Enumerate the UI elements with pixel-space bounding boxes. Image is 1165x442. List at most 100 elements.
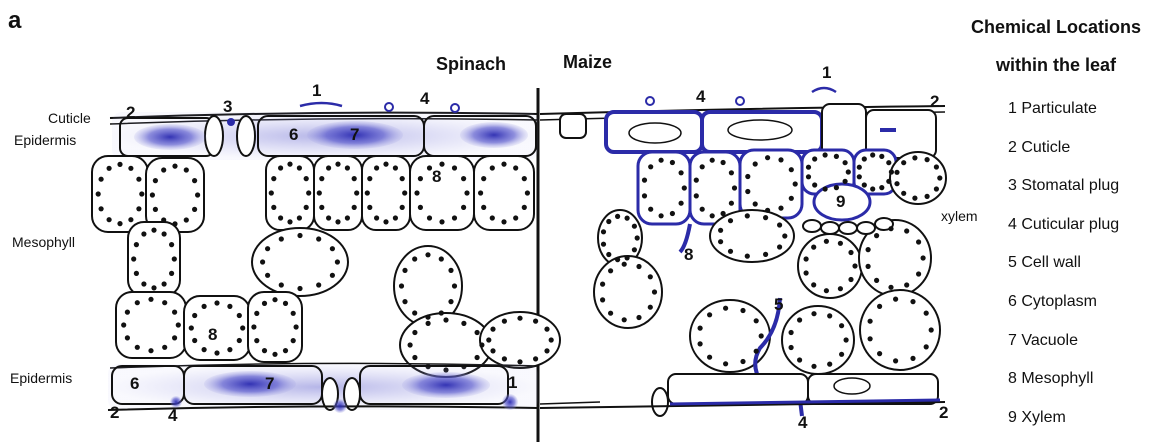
- chloroplast-dot: [886, 179, 891, 184]
- chloroplast-dot: [745, 189, 750, 194]
- marker-cuticular-plug: 4: [420, 89, 430, 108]
- chloroplast-dot: [475, 330, 480, 335]
- chloroplast-dot: [912, 155, 917, 160]
- marker-cuticular-plug: 4: [696, 87, 706, 106]
- chloroplast-dot: [330, 246, 335, 251]
- chloroplast-dot: [135, 300, 140, 305]
- chloroplast-dot: [723, 306, 728, 311]
- chloroplast-dot: [857, 165, 862, 170]
- chloroplast-dot: [648, 207, 653, 212]
- chloroplast-dot: [490, 165, 495, 170]
- chloroplast-dot: [448, 299, 453, 304]
- chloroplast-dot: [544, 327, 549, 332]
- chloroplast-dot: [789, 167, 794, 172]
- particulate-mark: [300, 103, 342, 106]
- chloroplast-dot: [202, 347, 207, 352]
- chloroplast-dot: [670, 160, 675, 165]
- epidermis-bottom-label: Epidermis: [10, 370, 72, 386]
- chloroplast-dot: [352, 176, 357, 181]
- legend-item: 9 Xylem: [1008, 399, 1162, 438]
- chloroplast-dot: [439, 162, 444, 167]
- chloroplast-dot: [533, 319, 538, 324]
- chloroplast-dot: [517, 359, 522, 364]
- chloroplast-dot: [139, 191, 144, 196]
- spinach-header: Spinach: [436, 54, 506, 74]
- chloroplast-dot: [838, 241, 843, 246]
- chloroplast-dot: [418, 176, 423, 181]
- chloroplast-dot: [260, 259, 265, 264]
- chloroplast-dot: [96, 191, 101, 196]
- chloroplast-dot: [317, 190, 322, 195]
- chloroplast-dot: [316, 282, 321, 287]
- chloroplast-dot: [894, 181, 899, 186]
- chloroplast-dot: [141, 281, 146, 286]
- chloroplast-dot: [335, 259, 340, 264]
- chloroplast-dot: [162, 300, 167, 305]
- chloroplast-dot: [128, 166, 133, 171]
- legend-title-line1: Chemical Locations: [950, 8, 1162, 46]
- chloroplast-dot: [648, 274, 653, 279]
- chloroplast-dot: [135, 345, 140, 350]
- chloroplast-dot: [161, 167, 166, 172]
- chloroplast-dot: [852, 263, 857, 268]
- chloroplast-dot: [365, 190, 370, 195]
- chloroplast-dot: [251, 324, 256, 329]
- chloroplast-dot: [732, 185, 737, 190]
- chloroplast-dot: [448, 268, 453, 273]
- legend-title-line2: within the leaf: [950, 46, 1162, 84]
- chloroplast-dot: [606, 219, 611, 224]
- marker-vacuole: 7: [265, 374, 274, 393]
- chloroplast-dot: [345, 215, 350, 220]
- chloroplast-dot: [412, 330, 417, 335]
- chloroplast-dot: [278, 215, 283, 220]
- chloroplast-dot: [600, 282, 605, 287]
- chloroplast-dot: [393, 215, 398, 220]
- chloroplast-dot: [763, 252, 768, 257]
- marker-cuticular-plug: 4: [168, 406, 178, 425]
- chloroplast-dot: [214, 350, 219, 355]
- spinach-section: [92, 103, 560, 413]
- chloroplast-dot: [834, 154, 839, 159]
- chloroplast-dot: [682, 185, 687, 190]
- chloroplast-dot: [287, 219, 292, 224]
- chloroplast-dot: [304, 176, 309, 181]
- chloroplast-dot: [886, 160, 891, 165]
- chloroplast-dot: [262, 348, 267, 353]
- chloroplast-dot: [877, 304, 882, 309]
- chloroplast-dot: [399, 283, 404, 288]
- chloroplast-dot: [827, 362, 832, 367]
- chloroplast-dot: [608, 311, 613, 316]
- chloroplast-dot: [729, 201, 734, 206]
- chloroplast-dot: [287, 162, 292, 167]
- chloroplast-dot: [601, 229, 606, 234]
- chloroplast-dot: [452, 165, 457, 170]
- chloroplast-dot: [439, 219, 444, 224]
- marker-particulate: 1: [822, 63, 831, 82]
- chloroplast-dot: [522, 205, 527, 210]
- chloroplast-dot: [868, 319, 873, 324]
- chloroplast-dot: [648, 164, 653, 169]
- stomatal-plug-mark: [227, 118, 235, 126]
- chloroplast-dot: [652, 289, 657, 294]
- chloroplast-dot: [148, 297, 153, 302]
- marker-cuticle: 2: [939, 403, 948, 422]
- chloroplast-dot: [924, 344, 929, 349]
- chloroplast-dot: [615, 214, 620, 219]
- chloroplast-dot: [99, 177, 104, 182]
- chloroplast-dot: [679, 201, 684, 206]
- chloroplast-dot: [812, 156, 817, 161]
- chloroplast-dot: [319, 205, 324, 210]
- chloroplast-dot: [452, 215, 457, 220]
- spinach-vacuole-stain: [204, 371, 296, 397]
- chloroplast-dot: [823, 152, 828, 157]
- chloroplast-dot: [846, 169, 851, 174]
- chloroplast-dot: [481, 205, 486, 210]
- chloroplast-dot: [910, 299, 915, 304]
- chloroplast-dot: [136, 177, 141, 182]
- chloroplast-dot: [632, 224, 637, 229]
- marker-cuticle: 2: [126, 103, 135, 122]
- chloroplast-dot: [374, 215, 379, 220]
- chloroplast-dot: [297, 165, 302, 170]
- chloroplast-dot: [148, 348, 153, 353]
- chloroplast-dot: [659, 158, 664, 163]
